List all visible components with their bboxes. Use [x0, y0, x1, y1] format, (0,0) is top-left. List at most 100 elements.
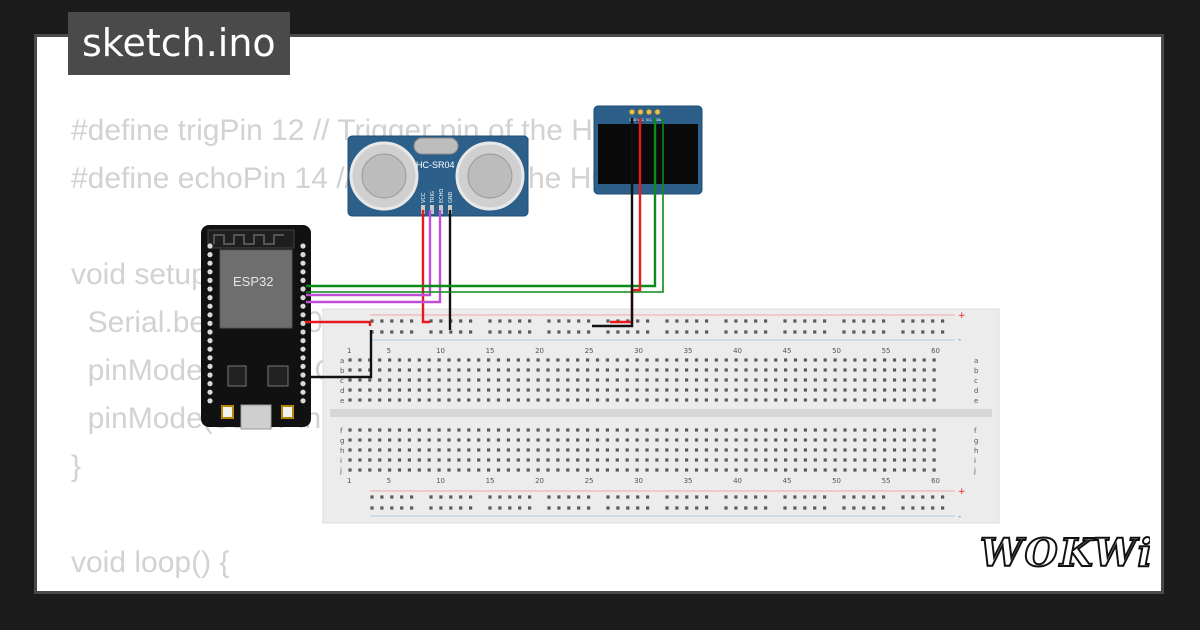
rail-hole	[508, 319, 512, 323]
breadboard-hole	[388, 448, 392, 452]
breadboard-hole	[704, 388, 708, 392]
rail-hole	[665, 319, 669, 323]
breadboard-hole	[932, 438, 936, 442]
breadboard-hole	[655, 458, 659, 462]
breadboard-hole	[645, 428, 649, 432]
breadboard-hole	[635, 458, 639, 462]
breadboard-hole	[883, 428, 887, 432]
breadboard-hole	[388, 428, 392, 432]
breadboard-hole	[932, 468, 936, 472]
breadboard-hole	[457, 468, 461, 472]
rail-plus-bottom: +	[958, 487, 966, 497]
rail-hole	[400, 330, 404, 334]
rail-hole	[616, 506, 620, 510]
breadboard-hole	[744, 438, 748, 442]
rail-hole	[695, 506, 699, 510]
breadboard-hole	[823, 358, 827, 362]
breadboard-hole	[774, 398, 778, 402]
breadboard-hole	[447, 358, 451, 362]
breadboard-hole	[655, 398, 659, 402]
breadboard-hole	[883, 458, 887, 462]
breadboard-hole	[605, 368, 609, 372]
breadboard-hole	[744, 468, 748, 472]
breadboard-column-label: 45	[783, 347, 792, 355]
breadboard-hole	[526, 458, 530, 462]
breadboard-hole	[437, 378, 441, 382]
breadboard-hole	[843, 378, 847, 382]
breadboard-hole	[457, 368, 461, 372]
breadboard-hole	[645, 448, 649, 452]
breadboard-hole	[833, 378, 837, 382]
breadboard-hole	[586, 428, 590, 432]
breadboard-hole	[526, 448, 530, 452]
breadboard-hole	[348, 428, 352, 432]
rail-hole	[587, 495, 591, 499]
breadboard-hole	[764, 388, 768, 392]
breadboard-hole	[358, 358, 362, 362]
breadboard-hole	[358, 368, 362, 372]
breadboard-hole	[417, 398, 421, 402]
breadboard-hole	[883, 468, 887, 472]
breadboard-hole	[536, 468, 540, 472]
rail-hole	[498, 330, 502, 334]
breadboard-hole	[912, 448, 916, 452]
rail-hole	[646, 330, 650, 334]
breadboard-hole	[407, 368, 411, 372]
rail-hole	[911, 495, 915, 499]
breadboard-hole	[853, 428, 857, 432]
breadboard-hole	[516, 368, 520, 372]
breadboard-hole	[368, 378, 372, 382]
breadboard-hole	[427, 388, 431, 392]
breadboard-hole	[506, 438, 510, 442]
breadboard-hole	[605, 358, 609, 362]
breadboard-hole	[496, 448, 501, 452]
rail-hole	[508, 495, 512, 499]
breadboard-hole	[556, 448, 560, 452]
rail-hole	[390, 319, 394, 323]
breadboard-hole	[546, 358, 550, 362]
breadboard-hole	[536, 458, 540, 462]
breadboard-hole	[912, 388, 916, 392]
breadboard-hole	[487, 438, 491, 442]
breadboard-hole	[348, 438, 352, 442]
breadboard-hole	[784, 438, 788, 442]
breadboard-hole	[833, 358, 837, 362]
rail-hole	[705, 330, 709, 334]
rail-hole	[488, 330, 492, 334]
rail-hole	[675, 319, 679, 323]
rail-hole	[636, 330, 640, 334]
breadboard-hole	[823, 448, 827, 452]
esp32-pin	[300, 372, 306, 378]
breadboard-hole	[348, 358, 352, 362]
breadboard-hole	[892, 438, 897, 442]
breadboard-hole	[388, 358, 392, 362]
rail-hole	[449, 506, 453, 510]
breadboard-hole	[665, 378, 669, 382]
breadboard-hole	[397, 468, 402, 472]
rail-hole	[439, 330, 443, 334]
breadboard-hole	[417, 378, 421, 382]
breadboard-hole	[873, 398, 877, 402]
breadboard-hole	[397, 398, 402, 402]
breadboard-hole	[566, 458, 570, 462]
breadboard-hole	[655, 368, 659, 372]
esp32-pin	[207, 260, 213, 266]
breadboard-hole	[675, 378, 679, 382]
rail-hole	[636, 495, 640, 499]
rail-hole	[813, 506, 817, 510]
breadboard-hole	[704, 448, 708, 452]
esp32-pin	[300, 243, 306, 249]
rail-hole	[459, 506, 463, 510]
breadboard-hole	[734, 368, 738, 372]
esp32-pin	[300, 295, 306, 301]
breadboard-hole	[447, 368, 451, 372]
oled-pin	[629, 109, 636, 116]
rail-hole	[439, 495, 443, 499]
rail-hole	[882, 506, 886, 510]
breadboard-hole	[487, 468, 491, 472]
breadboard-hole	[546, 398, 550, 402]
breadboard-hole	[576, 438, 580, 442]
breadboard-hole	[496, 468, 501, 472]
breadboard-hole	[744, 458, 748, 462]
